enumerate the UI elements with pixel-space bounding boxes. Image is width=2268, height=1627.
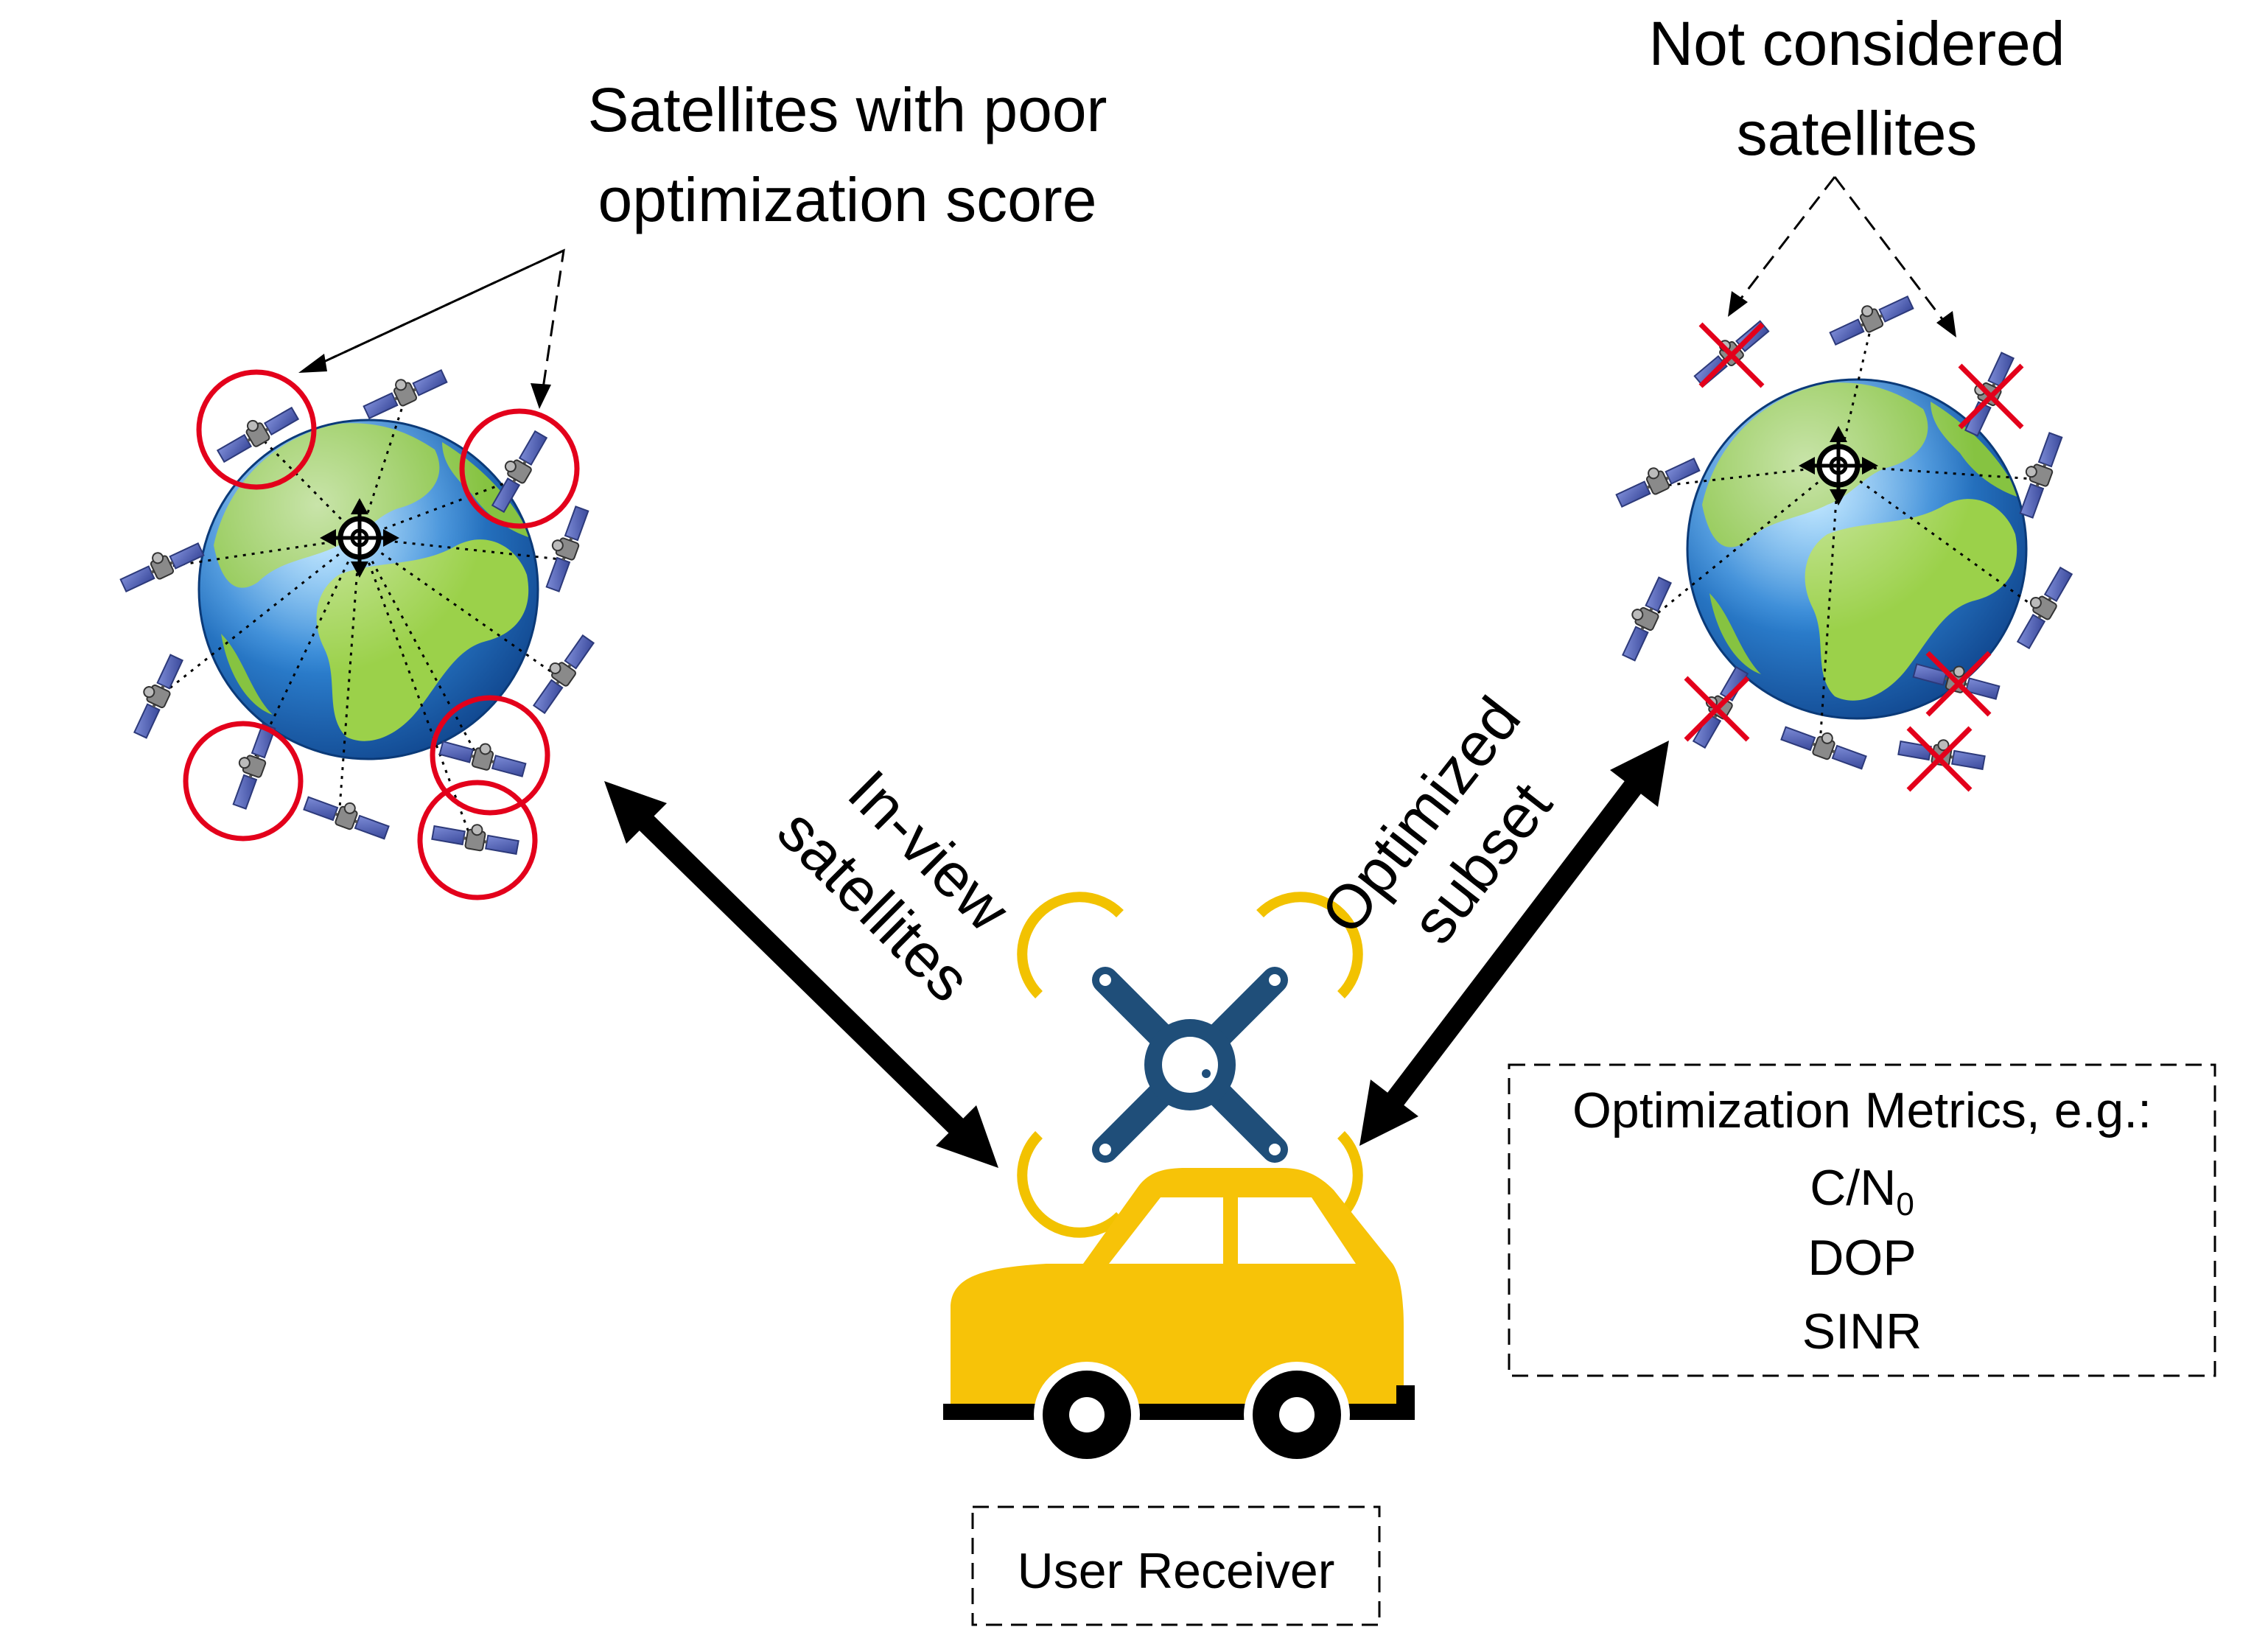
circle-marker-icon [196,369,317,490]
satellite-icon [115,533,207,596]
circle-marker-icon [183,721,304,842]
x-mark-icon [1686,678,1748,740]
satellite-icon [301,787,393,844]
left-lines-of-sight [154,397,568,841]
metrics-box: Optimization Metrics, e.g.: C/N0 DOP SIN… [1508,1063,2216,1377]
left-constellation [115,248,598,900]
satellite-icon [1824,287,1917,349]
poor-score-markers [183,369,580,900]
user-receiver-label: User Receiver [1018,1543,1335,1599]
metrics-title: Optimization Metrics, e.g.: [1572,1082,2152,1138]
circle-marker-icon [430,695,550,816]
metric-dop: DOP [1807,1230,1916,1286]
poor-score-label-line1: Satellites with poor [587,75,1107,144]
satellite-icon [483,425,551,515]
user-receiver-box: User Receiver [971,1505,1381,1626]
not-considered-label-line1: Not considered [1649,9,2065,78]
circle-marker-icon [417,780,538,900]
metric-cn0-subscript: 0 [1896,1186,1914,1222]
poor-score-label-line2: optimization score [598,165,1097,234]
car-icon [943,1168,1415,1468]
satellite-icon [525,629,598,716]
x-mark-icon [1701,324,1763,386]
right-constellation [1611,176,2076,790]
drone-icon [1017,892,1363,1238]
optimized-subset-arrow [1359,741,1669,1146]
satellite-icon [1896,731,1988,774]
poor-score-callout [298,248,565,409]
satellite-icon [437,731,530,781]
metric-cn0: C/N0 [1810,1160,1914,1222]
right-lines-of-sight [1650,323,2042,745]
optimized-subset-label: Optimized subset [1307,684,1564,956]
in-view-arrow [604,781,998,1168]
satellite-icon [430,816,522,858]
not-considered-callout [1728,176,1956,337]
circle-marker-icon [459,408,580,529]
globe-icon [197,419,539,760]
satellite-icon [1779,717,1871,774]
satellite-icon [125,649,187,741]
satellite-icon [223,719,280,811]
metric-cn0-main: C/N [1810,1160,1896,1216]
satellite-icon [1611,449,1703,511]
metric-sinr: SINR [1802,1304,1922,1360]
satellite-icon [358,360,450,423]
satellite-icon [1613,572,1676,664]
not-considered-label-line2: satellites [1737,99,1978,168]
